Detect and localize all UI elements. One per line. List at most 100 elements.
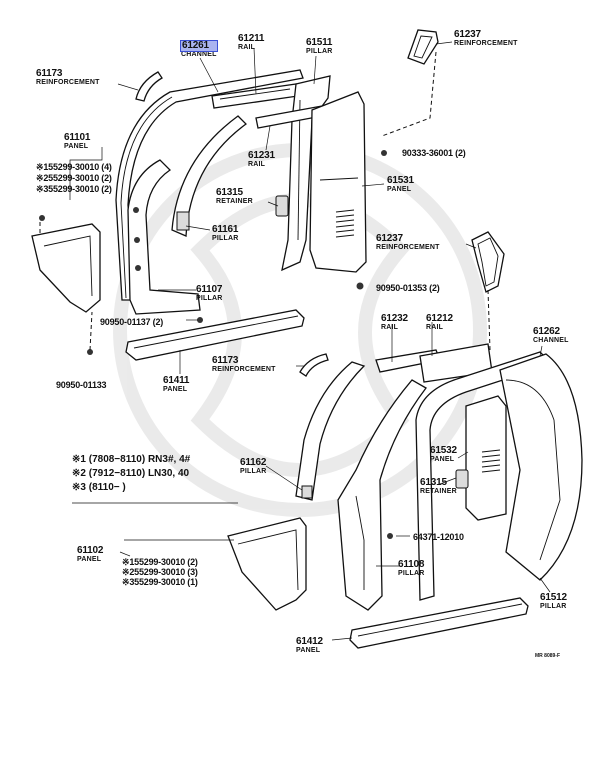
bolt-code[interactable]: ※255299-30010 (3) (122, 567, 198, 577)
label-61512[interactable]: 61512 PILLAR (540, 592, 567, 611)
part-number: 61101 (64, 132, 91, 143)
part-name: PANEL (387, 186, 412, 193)
label-61262[interactable]: 61262 CHANNEL (533, 326, 569, 345)
pillar-61107 (127, 159, 201, 315)
applicability-legend: ※1 (7808−8110) RN3#, 4# ※2 (7912−8110) L… (72, 453, 190, 495)
code-90950-01353[interactable]: 90950-01353 (2) (376, 283, 440, 293)
label-61161[interactable]: 61161 PILLAR (212, 224, 239, 243)
part-number: 61531 (387, 175, 414, 186)
panel-61411 (125, 309, 305, 361)
part-number: 61162 (240, 457, 267, 468)
part-number: 61173 (212, 355, 239, 366)
label-61531[interactable]: 61531 PANEL (387, 175, 414, 194)
code-90950-01133[interactable]: 90950-01133 (56, 380, 107, 390)
bolt-code[interactable]: ※155299-30010 (2) (122, 557, 198, 567)
clip-64371 (387, 533, 393, 539)
bolt-code[interactable]: ※155299-30010 (4) (36, 162, 112, 172)
part-name: PILLAR (540, 603, 567, 610)
label-61162[interactable]: 61162 PILLAR (240, 457, 267, 476)
drawing-mark: MR 8089-F (535, 653, 561, 659)
code-64371-12010[interactable]: 64371-12010 (413, 532, 464, 542)
legend-text: (8110− ) (88, 482, 126, 493)
part-name: PILLAR (196, 295, 223, 302)
legend-row: ※3 (8110− ) (72, 481, 190, 495)
part-name: RAIL (426, 324, 444, 331)
part-number: 61212 (426, 313, 453, 324)
clip-90333 (381, 150, 387, 156)
part-name: PILLAR (306, 48, 333, 55)
reinforcement-61173-lower (299, 353, 329, 377)
part-number: 61412 (296, 636, 323, 647)
bolt-code[interactable]: ※355299-30010 (1) (122, 577, 198, 587)
label-61212[interactable]: 61212 RAIL (426, 313, 453, 332)
panel-61101 (31, 223, 101, 313)
bolt-code[interactable]: ※355299-30010 (2) (36, 184, 112, 194)
panel-61531 (309, 91, 367, 273)
label-61211[interactable]: 61211 RAIL (238, 33, 265, 52)
part-number: 61173 (36, 68, 63, 79)
legend-row: ※1 (7808−8110) RN3#, 4# (72, 453, 190, 467)
part-name: PILLAR (212, 235, 239, 242)
label-61411[interactable]: 61411 PANEL (163, 375, 190, 394)
reinforcement-61173-upper (135, 71, 163, 102)
label-61315-lower[interactable]: 61315 RETAINER (420, 478, 457, 496)
channel-61261 (115, 69, 304, 301)
label-61237-upper[interactable]: 61237 REINFORCEMENT (454, 29, 518, 48)
bolt-code[interactable]: ※255299-30010 (2) (36, 173, 112, 183)
pillar-61511 (281, 75, 331, 272)
part-name: PANEL (163, 386, 188, 393)
pillar-61512 (499, 353, 583, 581)
part-name: PANEL (430, 456, 455, 463)
part-name: PILLAR (240, 468, 267, 475)
clip-90950-01353 (356, 282, 364, 290)
label-61108[interactable]: 61108 PILLAR (398, 559, 425, 578)
part-name: CHANNEL (181, 51, 217, 58)
part-number: 61102 (77, 545, 104, 556)
label-61101[interactable]: 61101 PANEL (64, 132, 91, 151)
part-number: 61237 (454, 29, 481, 40)
legend-mark: ※1 (72, 454, 86, 465)
label-61511[interactable]: 61511 PILLAR (306, 38, 333, 56)
legend-mark: ※2 (72, 468, 86, 479)
label-61412[interactable]: 61412 PANEL (296, 636, 323, 655)
part-number: 61211 (238, 33, 265, 44)
panel-61532 (465, 395, 507, 521)
label-61532[interactable]: 61532 PANEL (430, 445, 457, 464)
label-61261[interactable]: 61261 CHANNEL (180, 40, 218, 58)
label-61173-lower[interactable]: 61173 REINFORCEMENT (212, 355, 276, 374)
part-number: 61411 (163, 375, 190, 386)
part-name: RETAINER (420, 488, 457, 495)
part-number: 61231 (248, 150, 275, 161)
part-number: 61261 (180, 40, 218, 52)
pillar-61162 (295, 361, 366, 501)
retainer-61315-lower (455, 469, 469, 489)
part-name: PILLAR (398, 570, 425, 577)
label-61173-upper[interactable]: 61173 REINFORCEMENT (36, 68, 100, 87)
label-61107[interactable]: 61107 PILLAR (196, 284, 223, 303)
label-61231[interactable]: 61231 RAIL (248, 150, 275, 169)
label-61102[interactable]: 61102 PANEL (77, 545, 104, 564)
part-name: RAIL (381, 324, 399, 331)
vent-slots-61532 (481, 449, 501, 473)
code-90333-36001[interactable]: 90333-36001 (2) (402, 148, 466, 158)
code-90950-01137[interactable]: 90950-01137 (2) (100, 317, 164, 327)
part-number: 61532 (430, 445, 457, 456)
label-61315-upper[interactable]: 61315 RETAINER (216, 188, 253, 206)
label-61232[interactable]: 61232 RAIL (381, 314, 408, 332)
pillar-61108 (337, 379, 427, 611)
part-number: 61237 (376, 233, 403, 244)
part-number: 61161 (212, 224, 239, 235)
label-61237-lower[interactable]: 61237 REINFORCEMENT (376, 233, 440, 252)
part-name: REINFORCEMENT (212, 366, 276, 373)
legend-text: (7912−8110) LN30, 40 (88, 468, 190, 479)
legend-row: ※2 (7912−8110) LN30, 40 (72, 467, 190, 481)
part-name: PANEL (296, 647, 321, 654)
part-number: 61262 (533, 326, 560, 337)
part-number: 61512 (540, 592, 567, 603)
part-name: RAIL (248, 161, 266, 168)
part-name: RETAINER (216, 198, 253, 205)
part-name: REINFORCEMENT (454, 40, 518, 47)
part-name: REINFORCEMENT (376, 244, 440, 251)
part-number: 61107 (196, 284, 223, 295)
part-number: 61108 (398, 559, 425, 570)
